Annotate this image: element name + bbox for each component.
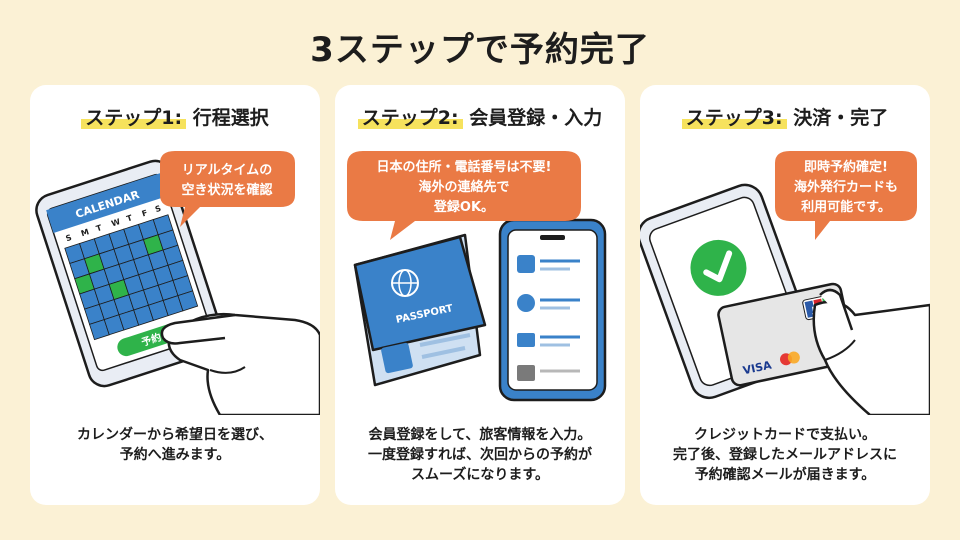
calendar-day-2: T	[95, 223, 103, 233]
step-2-name: 会員登録・入力	[469, 107, 603, 129]
calendar-day-5: F	[141, 208, 149, 218]
step-3-desc-line-3: 予約確認メールが届きます。	[694, 467, 876, 483]
step-3-bubble-line-3: 利用可能です。	[801, 199, 891, 215]
holding-hand-icon	[812, 288, 930, 415]
mail-field-icon	[517, 333, 535, 347]
step-2-speech-bubble: 日本の住所・電話番号は不要! 海外の連絡先で 登録OK。	[347, 151, 581, 240]
step-2-label: ステップ	[361, 107, 438, 129]
step-1-desc-line-2: 予約へ進みます。	[119, 447, 231, 463]
step-1-title: ステップ1: 行程選択	[30, 103, 320, 130]
step-3-illustration: JCB VISA 即時予約確定! 海外発行カードも 利用可能です。	[640, 151, 930, 415]
step-1-description: カレンダーから希望日を選び、 予約へ進みます。	[40, 425, 310, 465]
step-2-colon: :	[451, 107, 459, 129]
step-3-bubble-line-1: 即時予約確定!	[804, 159, 888, 175]
calendar-day-0: S	[65, 233, 73, 243]
step-1-name: 行程選択	[192, 107, 269, 129]
step-1-desc-line-1: カレンダーから希望日を選び、	[77, 427, 273, 443]
step-3-colon: :	[775, 107, 783, 129]
step-2-bubble-line-3: 登録OK。	[433, 199, 494, 215]
step-1-label: ステップ	[85, 107, 162, 129]
step-1-colon: :	[174, 107, 183, 129]
user-field-icon	[517, 255, 535, 273]
calendar-day-headers: S M T W T F S	[65, 204, 163, 243]
page-title: 3ステップで予約完了	[310, 30, 650, 70]
calendar-grid	[64, 214, 199, 341]
step-3-desc-line-1: クレジットカードで支払い。	[694, 427, 876, 443]
passport-icon: PASSPORT	[353, 233, 487, 387]
step-3-description: クレジットカードで支払い。 完了後、登録したメールアドレスに 予約確認メールが届…	[650, 425, 920, 485]
calendar-day-3: W	[110, 217, 121, 228]
step-card-3: ステップ3: 決済・完了 JCB VISA	[640, 85, 930, 505]
step-2-illustration: PASSPORT 日本の住所・電話番号は不要! 海外の連絡先で	[347, 151, 607, 402]
step-card-1: ステップ1: 行程選択 CALENDAR S M T W T F S 予約	[30, 85, 320, 505]
step-card-2: ステップ2: 会員登録・入力 PASSPORT	[335, 85, 625, 505]
step-2-description: 会員登録をして、旅客情報を入力。 一度登録すれば、次回からの予約が スムーズにな…	[345, 425, 615, 485]
step-1-bubble-line-1: リアルタイムの	[182, 163, 273, 178]
calendar-day-1: M	[80, 227, 90, 238]
step-2-title: ステップ2: 会員登録・入力	[335, 103, 625, 130]
step-3-name: 決済・完了	[793, 107, 889, 129]
step-2-desc-line-1: 会員登録をして、旅客情報を入力。	[368, 427, 592, 443]
step-1-speech-bubble: リアルタイムの 空き状況を確認	[160, 151, 295, 227]
calendar-day-6: S	[154, 204, 162, 214]
check-icon	[690, 239, 747, 296]
step-2-label-highlight: ステップ2:	[357, 107, 463, 129]
step-2-number: 2	[437, 107, 451, 129]
step-3-label-highlight: ステップ3:	[681, 107, 787, 129]
step-1-bubble-line-2: 空き状況を確認	[181, 182, 272, 198]
step-1-number: 1	[161, 107, 175, 129]
step-3-label: ステップ	[685, 107, 762, 129]
form-phone-icon	[498, 218, 607, 402]
step-3-number: 3	[761, 107, 775, 129]
step-3-desc-line-2: 完了後、登録したメールアドレスに	[673, 447, 897, 463]
pointing-hand-icon	[160, 313, 320, 415]
visa-brand-label: VISA	[742, 358, 774, 377]
calendar-cell	[177, 290, 199, 312]
calendar-day-4: T	[125, 213, 133, 223]
step-3-title: ステップ3: 決済・完了	[640, 103, 930, 130]
step-2-desc-line-2: 一度登録すれば、次回からの予約が	[368, 447, 592, 463]
step-1-label-highlight: ステップ1:	[81, 107, 187, 129]
globe-field-icon	[517, 294, 535, 312]
step-2-bubble-line-1: 日本の住所・電話番号は不要!	[377, 159, 552, 175]
step-2-bubble-line-2: 海外の連絡先で	[418, 179, 509, 195]
step-1-illustration: CALENDAR S M T W T F S 予約 リアルタイムの 空き状況を確	[35, 151, 320, 415]
calendar-phone-icon: CALENDAR S M T W T F S 予約	[35, 159, 225, 388]
step-3-speech-bubble: 即時予約確定! 海外発行カードも 利用可能です。	[775, 151, 917, 240]
step-3-bubble-line-2: 海外発行カードも	[794, 179, 898, 195]
step-2-desc-line-3: スムーズになります。	[411, 467, 549, 483]
